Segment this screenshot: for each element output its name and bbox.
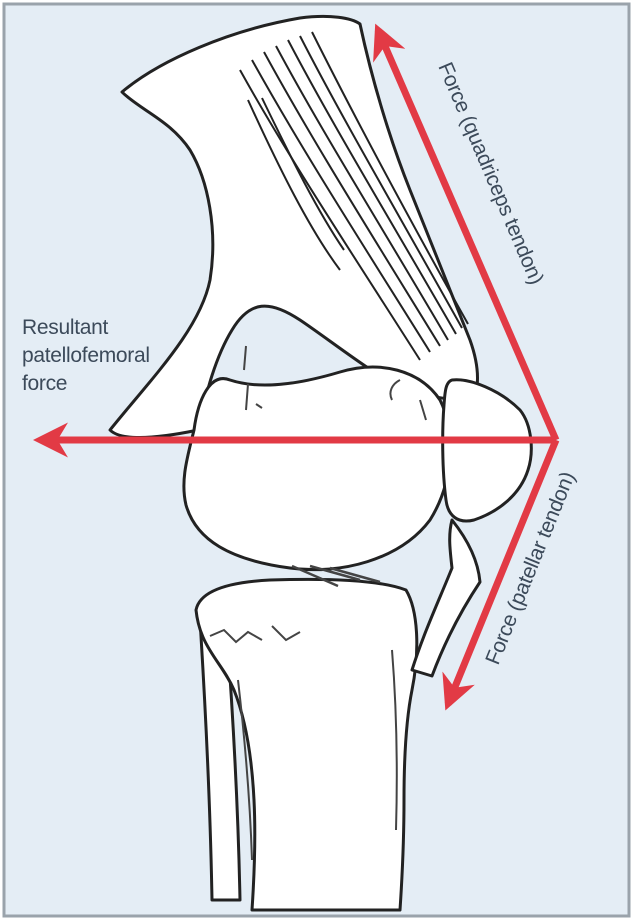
femoral-condyle bbox=[184, 367, 450, 570]
resultant-label-line2: patellofemoral bbox=[22, 344, 150, 367]
resultant-label-line1: Resultant bbox=[22, 316, 108, 339]
resultant-label-line3: force bbox=[22, 372, 67, 395]
